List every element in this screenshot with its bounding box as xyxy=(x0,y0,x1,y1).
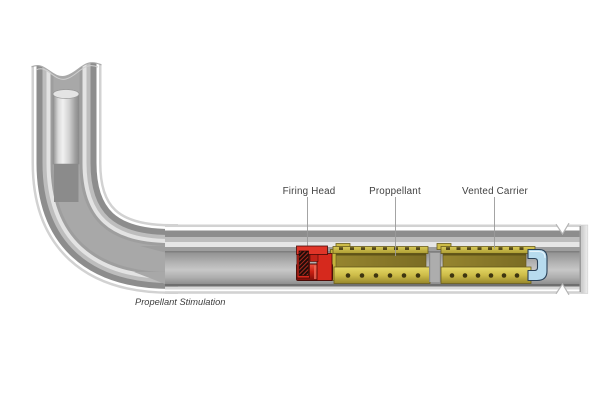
propellant-charge-window xyxy=(442,253,527,268)
wellbore-bend-and-vertical-casing xyxy=(31,58,178,294)
bend-bore-blend-upper xyxy=(140,246,165,253)
detonator-hatch xyxy=(298,250,309,276)
propellant-carrier-1 xyxy=(332,243,431,284)
bend-bore-blend-lower xyxy=(134,272,165,284)
diagram-caption: Propellant Stimulation xyxy=(135,297,225,307)
production-tubing xyxy=(52,89,80,202)
window-top-shadow xyxy=(336,253,426,256)
vented-carrier-nose xyxy=(527,248,548,282)
casing-end-break xyxy=(555,222,570,296)
carrier-top-slots xyxy=(339,247,420,250)
window-top-shadow xyxy=(443,253,526,256)
propellant-charge-window xyxy=(335,253,427,268)
label-firing-head: Firing Head xyxy=(283,186,336,197)
carrier-vent-holes xyxy=(449,273,520,278)
propellant-carrier-2 xyxy=(436,243,536,284)
leader-lines xyxy=(307,197,495,256)
firing-head-seam-highlight xyxy=(314,265,317,279)
carrier-top-rail xyxy=(332,246,429,254)
label-propellant: Proppellant xyxy=(369,186,421,197)
casing-cut-top xyxy=(28,30,104,80)
label-vented-carrier: Vented Carrier xyxy=(462,186,529,197)
carrier-vent-holes xyxy=(345,273,421,278)
carrier-top-slots xyxy=(446,247,524,250)
casing-end-face xyxy=(579,224,589,294)
tandem-sub xyxy=(429,253,441,282)
nose-highlight xyxy=(529,251,546,259)
tubing-top-face xyxy=(52,89,80,99)
gun-string-assembly xyxy=(296,243,548,284)
firing-head-tab xyxy=(309,254,319,262)
firing-head-right-block xyxy=(316,253,333,281)
firing-head xyxy=(296,245,333,281)
